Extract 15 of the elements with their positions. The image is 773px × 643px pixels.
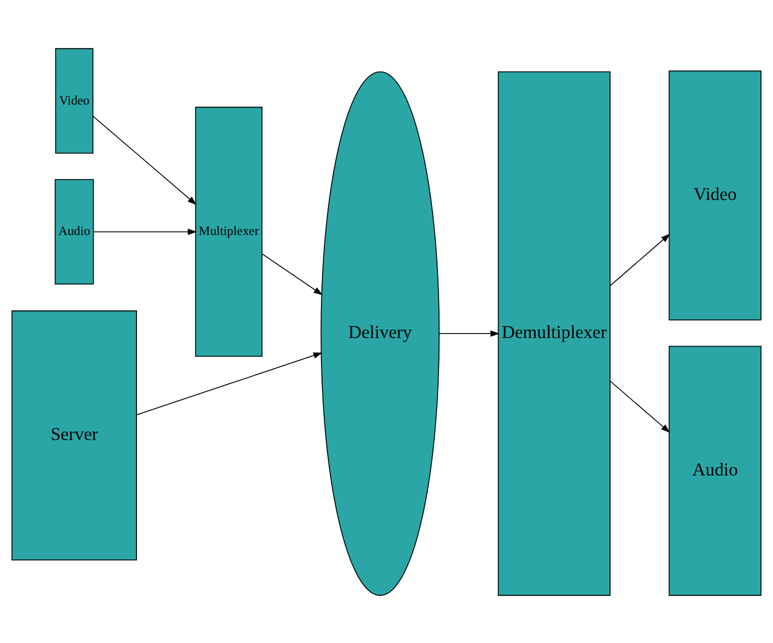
arrow	[610, 233, 670, 286]
node-box: Video	[668, 70, 762, 320]
node-box: Audio	[668, 345, 762, 596]
arrow	[262, 252, 323, 295]
arrow	[438, 330, 500, 336]
node-box: Video	[55, 48, 94, 154]
arrow	[610, 380, 670, 432]
arrow	[136, 352, 322, 415]
node-box: Demultiplexer	[498, 70, 611, 596]
node-box: Server	[12, 310, 137, 560]
arrow	[93, 228, 197, 234]
node-box: Audio	[54, 178, 94, 284]
node-box: Multiplexer	[195, 106, 262, 356]
arrow	[92, 115, 197, 204]
node-ellipse: Delivery	[320, 70, 440, 596]
